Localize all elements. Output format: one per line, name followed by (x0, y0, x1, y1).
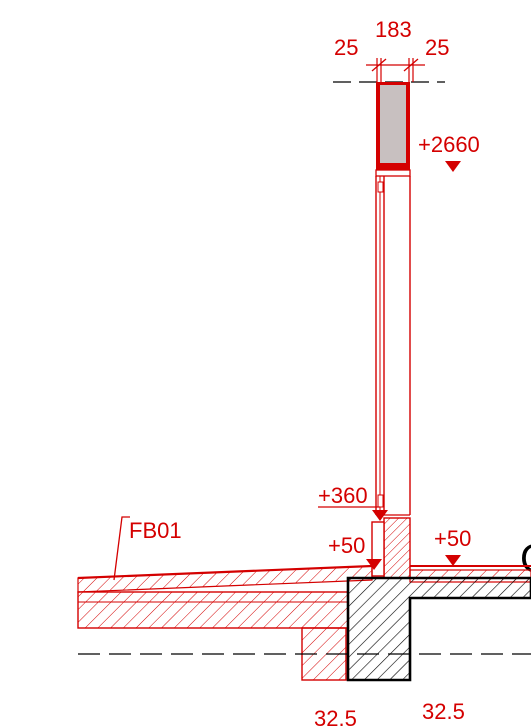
floor-build-up-label: FB01 (129, 518, 182, 543)
dim-bottom-right: 32.5 (422, 699, 465, 724)
dim-top-left: 25 (334, 35, 358, 60)
level-top: +2660 (418, 132, 480, 157)
window-head (375, 82, 411, 177)
exterior-slab (77, 564, 373, 681)
concrete-structure (346, 576, 531, 682)
section-letter: G (520, 537, 531, 581)
level-marker-icon (445, 555, 461, 566)
dim-bottom-left: 32.5 (314, 706, 357, 726)
level-floor-left: +50 (328, 533, 365, 558)
fb01-leader (113, 516, 130, 581)
dim-top-right: 25 (425, 35, 449, 60)
dimension-tick-icon (371, 58, 419, 72)
window-frame (375, 176, 411, 516)
level-marker-icon (372, 510, 388, 521)
level-floor-right: +50 (434, 526, 471, 551)
dim-top-center: 183 (375, 17, 412, 42)
level-marker-icon (445, 161, 461, 172)
level-sill: +360 (318, 483, 368, 508)
level-marker-icon (366, 559, 382, 570)
top-dimension-chain (366, 58, 425, 82)
